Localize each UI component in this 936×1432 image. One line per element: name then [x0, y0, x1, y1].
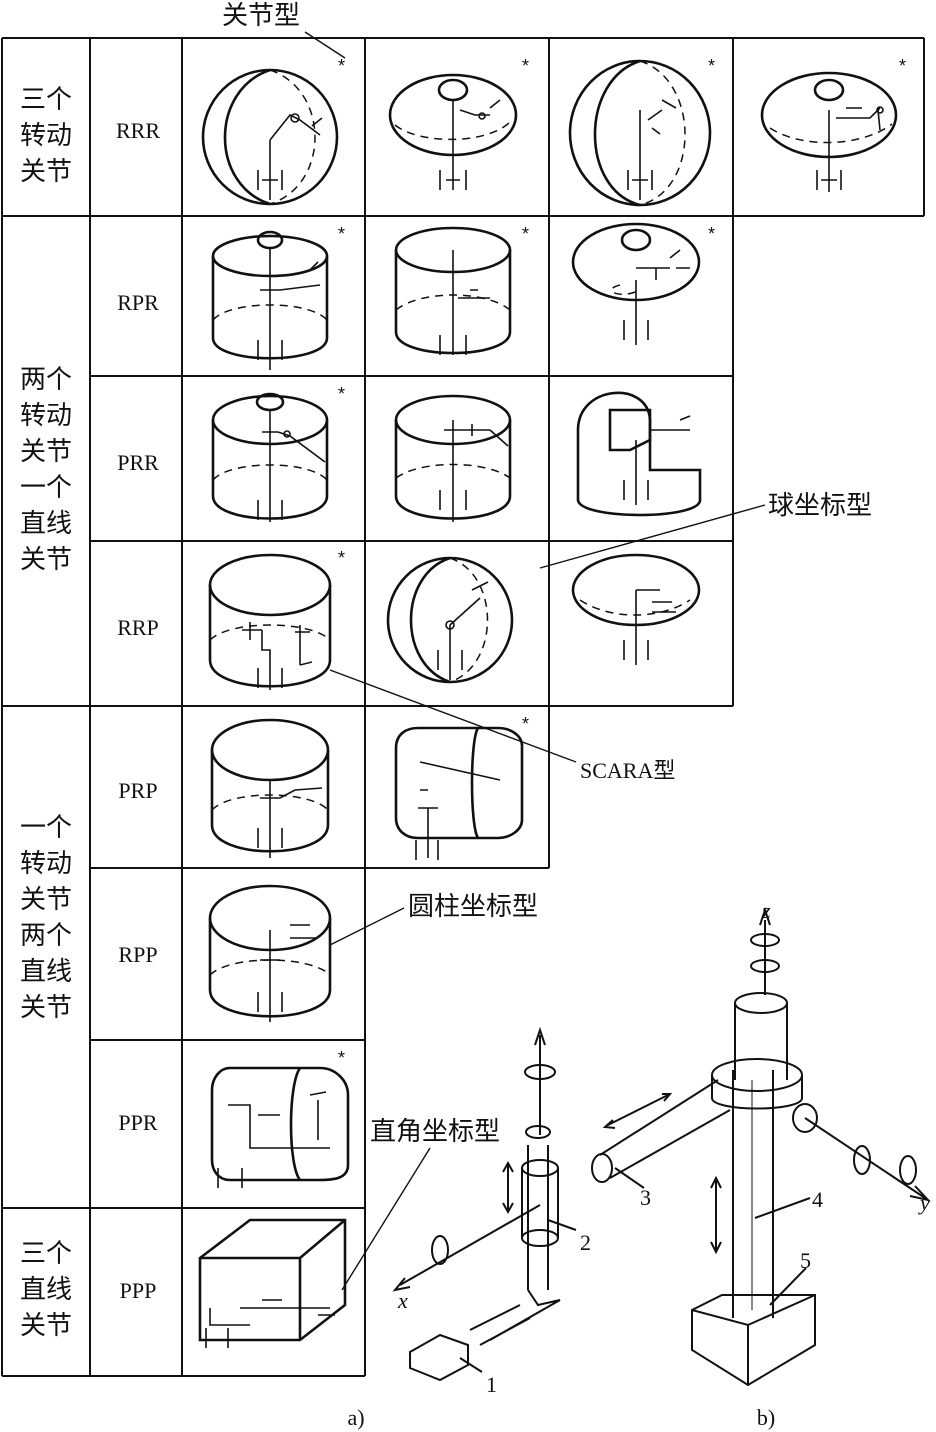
rpr-diagram-3 [571, 222, 701, 345]
rrp-diagram-1 [208, 553, 332, 690]
part-label-3: 3 [640, 1185, 651, 1210]
rrr-diagram-1 [201, 68, 339, 206]
group-label-line: 一个 [20, 473, 72, 503]
group-label-line: 转动 [20, 121, 72, 151]
group-label-line: 关节 [20, 1311, 72, 1341]
caption-b: b) [757, 1405, 775, 1430]
group-label-line: 一个 [20, 813, 72, 843]
part-label-2: 2 [580, 1230, 591, 1255]
group-label-line: 关节 [20, 437, 72, 467]
group-label-line: 关节 [20, 885, 72, 915]
caption-a: a) [347, 1405, 364, 1430]
row-code-prp: PRP [118, 778, 157, 803]
rrr-diagram-2 [388, 73, 518, 190]
group-label-line: 直线 [20, 1275, 72, 1305]
group-label-two-rotary: 两个 转动 关节 一个 直线 关节 [20, 365, 72, 575]
group-label-line: 直线 [20, 509, 72, 539]
rrr-diagram-4 [760, 71, 898, 192]
ppr-diagram [210, 1066, 350, 1188]
row-code-prr: PRR [117, 450, 159, 475]
rpp-diagram [208, 884, 332, 1022]
star-marker: * [708, 56, 715, 76]
star-marker: * [522, 224, 529, 244]
group-label-line: 三个 [20, 1239, 72, 1269]
axis-label-x: x [397, 1288, 408, 1313]
callout-label: 直角坐标型 [370, 1117, 500, 1147]
row-code-ppr: PPR [118, 1110, 157, 1135]
callout-label: 圆柱坐标型 [408, 892, 538, 922]
robot-illustration [392, 906, 931, 1387]
group-label-line: 直线 [20, 957, 72, 987]
row-code-ppp: PPP [120, 1278, 157, 1303]
callout-label: SCARA型 [580, 758, 675, 783]
callout-spherical: 球坐标型 [539, 491, 872, 569]
group-label-rrr: 三个 转动 关节 [20, 85, 72, 187]
row-code-rpp: RPP [118, 942, 157, 967]
prr-diagram-2 [394, 394, 512, 522]
star-marker: * [338, 1048, 345, 1068]
axis-label-z: z [761, 898, 771, 923]
part-label-5: 5 [800, 1248, 811, 1273]
callout-cartesian: 直角坐标型 [341, 1117, 500, 1291]
callout-label: 球坐标型 [768, 491, 872, 521]
star-marker: * [338, 56, 345, 76]
group-label-line: 关节 [20, 993, 72, 1023]
group-label-one-rotary: 一个 转动 关节 两个 直线 关节 [20, 813, 72, 1023]
rrp-diagram-3 [571, 553, 701, 665]
star-marker: * [708, 224, 715, 244]
star-markers: * * * * * * * * * * * [338, 56, 906, 1068]
group-label-ppp: 三个 直线 关节 [20, 1239, 72, 1341]
table-grid [1, 37, 925, 1377]
row-code-rrp: RRP [117, 615, 159, 640]
prp-diagram-1 [210, 718, 330, 858]
prr-diagram-3 [576, 391, 702, 517]
star-marker: * [522, 56, 529, 76]
star-marker: * [338, 384, 345, 404]
rrr-diagram-3 [568, 59, 712, 207]
star-marker: * [338, 224, 345, 244]
star-marker: * [522, 714, 529, 734]
group-label-line: 关节 [20, 157, 72, 187]
callout-cylindrical: 圆柱坐标型 [329, 892, 538, 946]
group-label-line: 转动 [20, 849, 72, 879]
star-marker: * [899, 56, 906, 76]
axis-label-y: y [918, 1190, 930, 1215]
rpr-diagram-1 [211, 230, 329, 370]
ppp-diagram [198, 1218, 347, 1348]
part-label-1: 1 [486, 1372, 497, 1397]
part-label-4: 4 [812, 1187, 823, 1212]
group-label-line: 关节 [20, 545, 72, 575]
callout-joint-type: 关节型 [222, 1, 346, 59]
callout-label: 关节型 [222, 1, 300, 31]
group-label-line: 三个 [20, 85, 72, 115]
prr-diagram-1 [211, 392, 329, 522]
group-label-line: 转动 [20, 401, 72, 431]
star-marker: * [338, 548, 345, 568]
row-code-rpr: RPR [117, 290, 159, 315]
row-code-rrr: RRR [116, 118, 160, 143]
rrp-diagram-2 [386, 556, 514, 684]
rpr-diagram-2 [394, 226, 512, 355]
group-label-line: 两个 [20, 921, 72, 951]
callout-scara: SCARA型 [329, 669, 675, 783]
group-label-line: 两个 [20, 365, 72, 395]
prp-diagram-2 [394, 726, 524, 860]
